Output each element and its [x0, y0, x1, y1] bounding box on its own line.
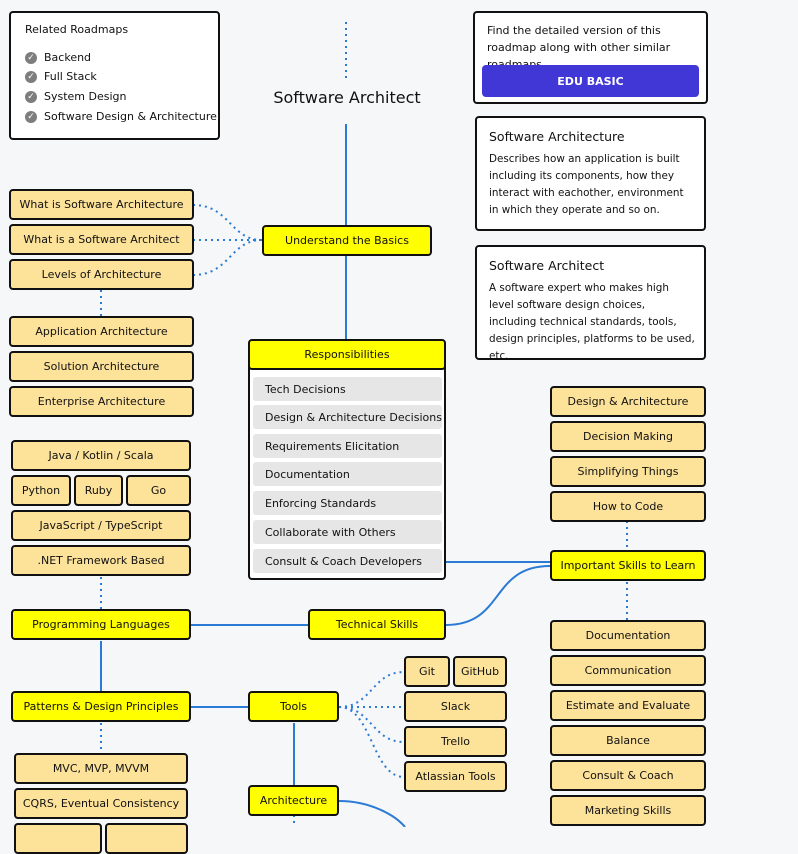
node-consult-coach[interactable]: Consult & Coach [550, 760, 706, 791]
node-trello[interactable]: Trello [404, 726, 507, 757]
node-patterns-more-right[interactable] [105, 823, 188, 854]
node-mvc-mvp-mvvm[interactable]: MVC, MVP, MVVM [14, 753, 188, 784]
connector-lines [100, 22, 628, 827]
node-ruby[interactable]: Ruby [74, 475, 123, 506]
responsibility-item[interactable]: Documentation [253, 462, 442, 486]
node-enterprise-architecture[interactable]: Enterprise Architecture [9, 386, 194, 417]
node-git[interactable]: Git [404, 656, 450, 687]
related-item-backend[interactable]: ✓ Backend [25, 51, 91, 64]
responsibilities-group [248, 340, 446, 580]
info-card-body: Describes how an application is built in… [489, 153, 684, 216]
related-item-label: System Design [44, 90, 127, 103]
node-patterns-more-left[interactable] [14, 823, 102, 854]
check-icon: ✓ [25, 110, 37, 123]
node-slack[interactable]: Slack [404, 691, 507, 722]
check-icon: ✓ [25, 51, 37, 64]
responsibility-item[interactable]: Tech Decisions [253, 377, 442, 401]
edu-basic-button[interactable]: EDU BASIC [482, 65, 699, 97]
node-python[interactable]: Python [11, 475, 71, 506]
edu-panel: Find the detailed version of this roadma… [473, 11, 708, 104]
node-communication[interactable]: Communication [550, 655, 706, 686]
node-what-is-software-architect[interactable]: What is a Software Architect [9, 224, 194, 255]
related-roadmaps-title: Related Roadmaps [25, 23, 129, 36]
node-documentation-skill[interactable]: Documentation [550, 620, 706, 651]
related-item-label: Software Design & Architecture [44, 110, 217, 123]
node-what-is-software-architecture[interactable]: What is Software Architecture [9, 189, 194, 220]
node-simplifying-things[interactable]: Simplifying Things [550, 456, 706, 487]
node-balance[interactable]: Balance [550, 725, 706, 756]
node-programming-languages[interactable]: Programming Languages [11, 609, 191, 640]
node-application-architecture[interactable]: Application Architecture [9, 316, 194, 347]
responsibility-item[interactable]: Collaborate with Others [253, 520, 442, 544]
check-icon: ✓ [25, 90, 37, 103]
node-how-to-code[interactable]: How to Code [550, 491, 706, 522]
responsibility-item[interactable]: Requirements Elicitation [253, 434, 442, 458]
node-marketing-skills[interactable]: Marketing Skills [550, 795, 706, 826]
node-github[interactable]: GitHub [453, 656, 507, 687]
responsibility-item[interactable]: Consult & Coach Developers [253, 549, 442, 573]
node-javascript-typescript[interactable]: JavaScript / TypeScript [11, 510, 191, 541]
node-design-architecture-skill[interactable]: Design & Architecture [550, 386, 706, 417]
node-atlassian-tools[interactable]: Atlassian Tools [404, 761, 507, 792]
node-dotnet[interactable]: .NET Framework Based [11, 545, 191, 576]
node-levels-of-architecture[interactable]: Levels of Architecture [9, 259, 194, 290]
check-icon: ✓ [25, 70, 37, 83]
node-estimate-evaluate[interactable]: Estimate and Evaluate [550, 690, 706, 721]
info-card-body: A software expert who makes high level s… [489, 282, 695, 362]
info-card-title: Software Architect [489, 258, 605, 273]
node-responsibilities[interactable]: Responsibilities [248, 339, 446, 370]
node-decision-making[interactable]: Decision Making [550, 421, 706, 452]
related-item-software-design[interactable]: ✓ Software Design & Architecture [25, 110, 217, 123]
node-cqrs[interactable]: CQRS, Eventual Consistency [14, 788, 188, 819]
node-java-kotlin-scala[interactable]: Java / Kotlin / Scala [11, 440, 191, 471]
responsibility-item[interactable]: Enforcing Standards [253, 491, 442, 515]
node-tools[interactable]: Tools [248, 691, 339, 722]
related-item-label: Backend [44, 51, 92, 64]
node-go[interactable]: Go [126, 475, 191, 506]
related-roadmaps-panel: Related Roadmaps ✓ Backend ✓ Full Stack … [9, 11, 220, 140]
related-item-full-stack[interactable]: ✓ Full Stack [25, 70, 97, 83]
info-card-software-architecture: Software Architecture Describes how an a… [475, 116, 706, 231]
node-technical-skills[interactable]: Technical Skills [308, 609, 446, 640]
responsibility-item[interactable]: Design & Architecture Decisions [253, 405, 442, 429]
info-card-title: Software Architecture [489, 129, 625, 144]
related-item-label: Full Stack [44, 70, 97, 83]
info-card-software-architect: Software Architect A software expert who… [475, 245, 706, 362]
related-item-system-design[interactable]: ✓ System Design [25, 90, 127, 103]
node-solution-architecture[interactable]: Solution Architecture [9, 351, 194, 382]
node-patterns-design-principles[interactable]: Patterns & Design Principles [11, 691, 191, 722]
roadmap-title: Software Architect [273, 88, 421, 107]
node-important-skills[interactable]: Important Skills to Learn [550, 550, 706, 581]
node-architecture[interactable]: Architecture [248, 785, 339, 816]
node-understand-the-basics[interactable]: Understand the Basics [262, 225, 432, 256]
